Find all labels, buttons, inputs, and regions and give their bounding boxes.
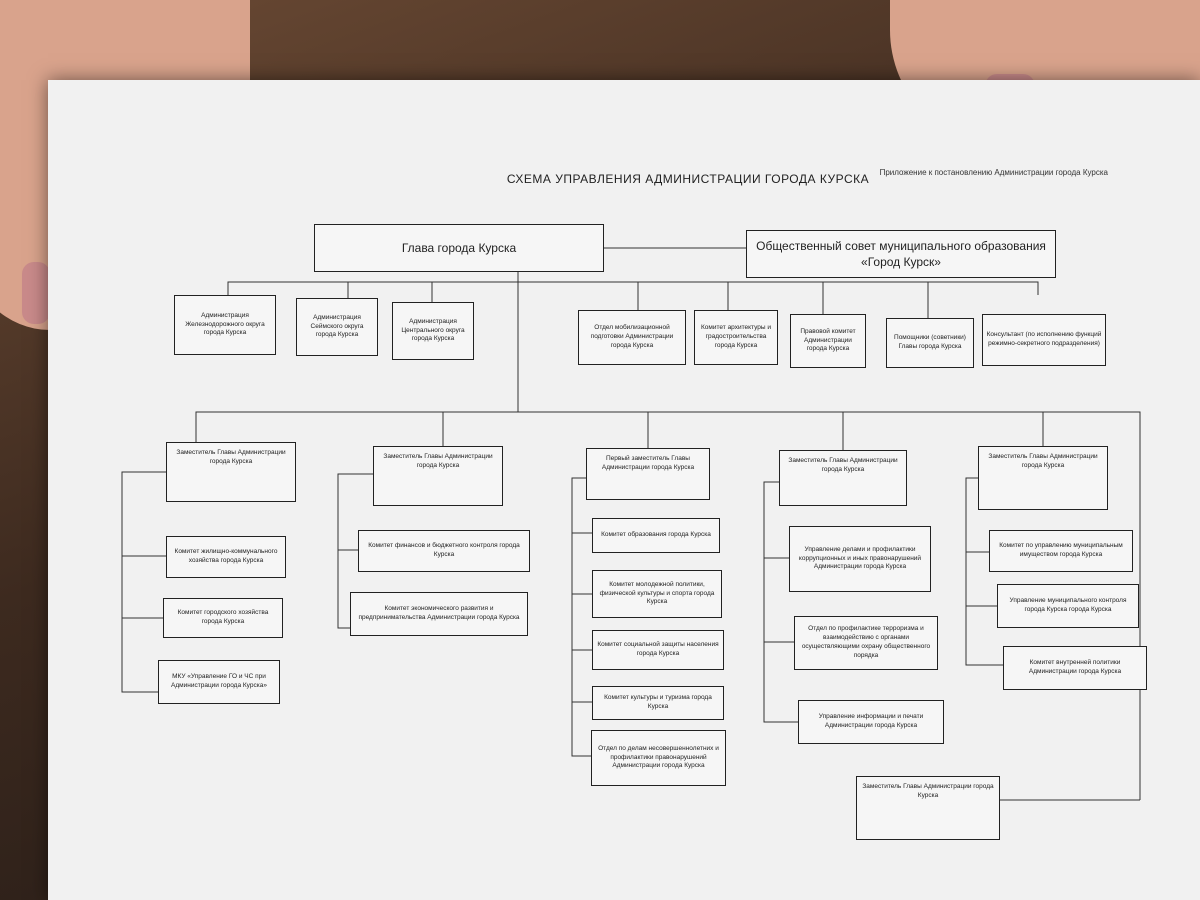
deputy-3-box: Заместитель Главы Администрации города К…: [779, 450, 907, 506]
connector-lines: [121, 247, 1141, 801]
document-sheet: СХЕМА УПРАВЛЕНИЯ АДМИНИСТРАЦИИ ГОРОДА КУ…: [48, 80, 1200, 900]
information-press-box: Управление информации и печати Администр…: [798, 700, 944, 744]
admin-seymsky-box: Администрация Сеймского округа города Ку…: [296, 298, 378, 356]
social-protection-box: Комитет социальной защиты населения горо…: [592, 630, 724, 670]
legal-committee-box: Правовой комитет Администрации города Ку…: [790, 314, 866, 368]
youth-sport-committee-box: Комитет молодежной политики, физической …: [592, 570, 722, 618]
left-thumb-nail: [22, 262, 50, 324]
finance-committee-box: Комитет финансов и бюджетного контроля г…: [358, 530, 530, 572]
civil-defense-box: МКУ «Управление ГО и ЧС при Администраци…: [158, 660, 280, 704]
advisors-box: Помощники (советники) Главы города Курск…: [886, 318, 974, 368]
public-council-box: Общественный совет муниципального образо…: [746, 230, 1056, 278]
antiterror-dept-box: Отдел по профилактике терроризма и взаим…: [794, 616, 938, 670]
housing-committee-box: Комитет жилищно-коммунального хозяйства …: [166, 536, 286, 578]
bottom-deputy-box: Заместитель Главы Администрации города К…: [856, 776, 1000, 840]
deputy-4-box: Заместитель Главы Администрации города К…: [978, 446, 1108, 510]
document-note: Приложение к постановлению Администрации…: [879, 168, 1108, 177]
architecture-committee-box: Комитет архитектуры и градостроительства…: [694, 310, 778, 365]
admin-central-box: Администрация Центрального округа города…: [392, 302, 474, 360]
consultant-box: Консультант (по исполнению функций режим…: [982, 314, 1106, 366]
municipal-control-box: Управление муниципального контроля город…: [997, 584, 1139, 628]
property-committee-box: Комитет по управлению муниципальным имущ…: [989, 530, 1133, 572]
education-committee-box: Комитет образования города Курска: [592, 518, 720, 553]
admin-zheleznodorozhny-box: Администрация Железнодорожного округа го…: [174, 295, 276, 355]
internal-policy-box: Комитет внутренней политики Администраци…: [1003, 646, 1147, 690]
head-of-city-box: Глава города Курска: [314, 224, 604, 272]
city-economy-committee-box: Комитет городского хозяйства города Курс…: [163, 598, 283, 638]
affairs-anticorruption-box: Управление делами и профилактики коррупц…: [789, 526, 931, 592]
page-title: СХЕМА УПРАВЛЕНИЯ АДМИНИСТРАЦИИ ГОРОДА КУ…: [506, 172, 870, 186]
first-deputy-box: Первый заместитель Главы Администрации г…: [586, 448, 710, 500]
deputy-1-box: Заместитель Главы Администрации города К…: [166, 442, 296, 502]
mobilization-dept-box: Отдел мобилизационной подготовки Админис…: [578, 310, 686, 365]
culture-tourism-box: Комитет культуры и туризма города Курска: [592, 686, 724, 720]
economic-development-box: Комитет экономического развития и предпр…: [350, 592, 528, 636]
juvenile-affairs-box: Отдел по делам несовершеннолетних и проф…: [591, 730, 726, 786]
deputy-2-box: Заместитель Главы Администрации города К…: [373, 446, 503, 506]
